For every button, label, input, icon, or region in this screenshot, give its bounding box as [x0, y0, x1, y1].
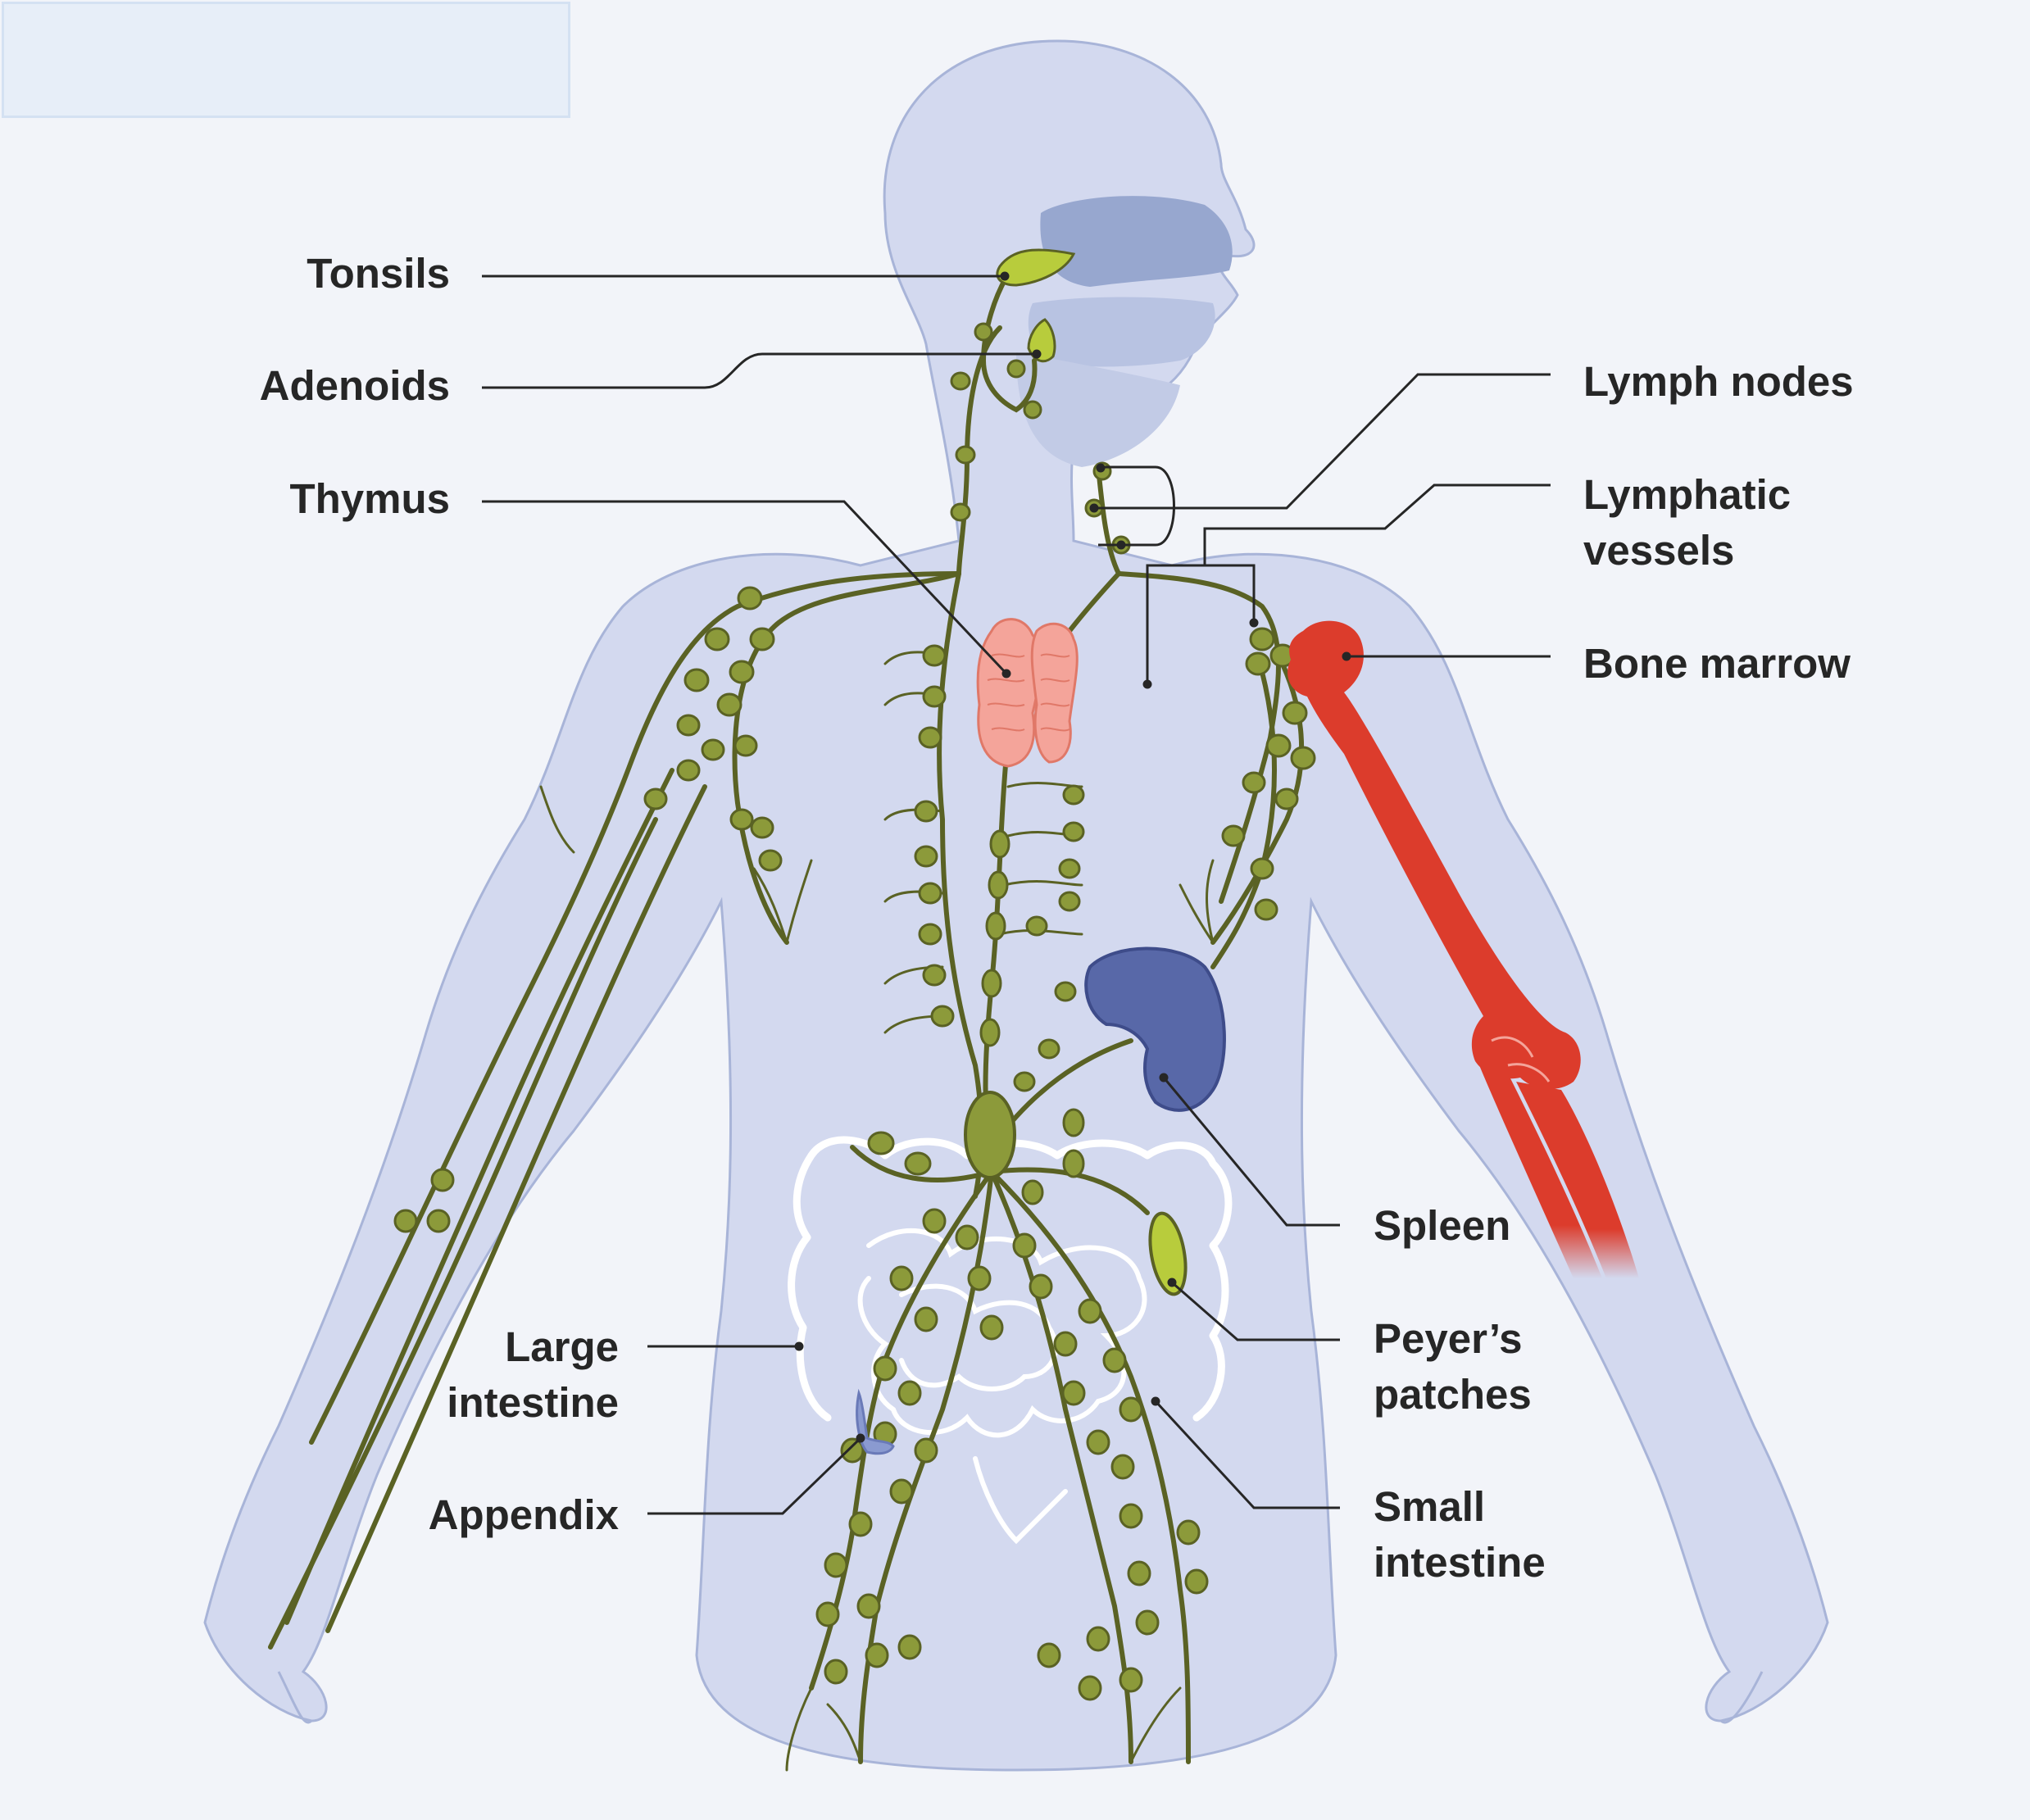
label-lymphatic-vessels-line2: vessels [1583, 527, 1735, 574]
body-silhouette [203, 39, 1829, 1772]
label-spleen: Spleen [1374, 1202, 1511, 1249]
label-small-intestine: Small intestine [1374, 1479, 1546, 1591]
blank-title-box [2, 2, 570, 118]
label-adenoids: Adenoids [259, 362, 450, 409]
label-lymphatic-vessels: Lymphatic vessels [1583, 467, 1791, 579]
thymus [976, 618, 1079, 768]
label-tonsils: Tonsils [307, 250, 450, 297]
label-large-intestine: Large intestine [447, 1319, 619, 1431]
peyers-patch-organ [1148, 1211, 1188, 1296]
label-appendix: Appendix [428, 1491, 619, 1538]
label-small-intestine-line1: Small [1374, 1483, 1486, 1530]
nasal-cavity [1016, 196, 1233, 467]
label-peyers-patches-line1: Peyer’s [1374, 1315, 1523, 1362]
label-lymph-nodes: Lymph nodes [1583, 358, 1854, 405]
label-bone-marrow: Bone marrow [1583, 640, 1851, 687]
label-large-intestine-line2: intestine [447, 1379, 619, 1426]
label-thymus: Thymus [289, 475, 450, 522]
label-small-intestine-line2: intestine [1374, 1539, 1546, 1586]
cisterna-chyli [964, 1091, 1016, 1179]
spleen [1084, 946, 1226, 1112]
large-intestine [788, 1136, 1233, 1422]
label-peyers-patches: Peyer’s patches [1374, 1311, 1532, 1423]
label-peyers-patches-line2: patches [1374, 1371, 1532, 1418]
leader-lines [482, 271, 1551, 1515]
lymph-nodes [393, 322, 1316, 1701]
bone-marrow-arm-bones [1287, 620, 1639, 1278]
label-large-intestine-line1: Large [505, 1323, 619, 1370]
label-lymphatic-vessels-line1: Lymphatic [1583, 471, 1792, 518]
